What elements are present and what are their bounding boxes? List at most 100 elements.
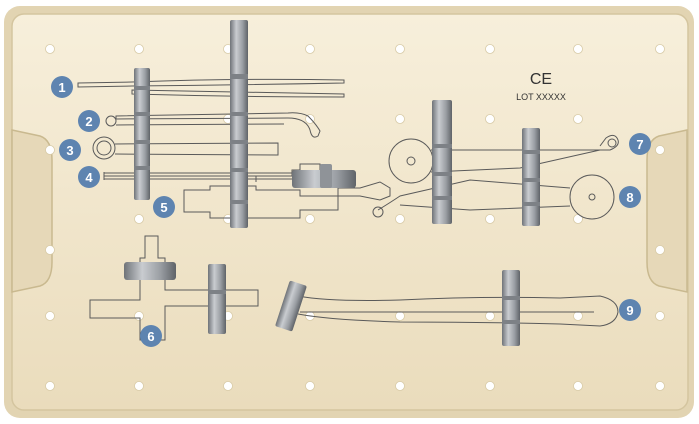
clip-band bbox=[432, 144, 452, 148]
badge-6: 6 bbox=[140, 325, 162, 347]
vent-hole bbox=[573, 44, 583, 54]
clip-band bbox=[502, 296, 520, 300]
vent-hole bbox=[485, 114, 495, 124]
svg-text:2: 2 bbox=[85, 114, 92, 129]
vent-hole bbox=[134, 214, 144, 224]
vent-hole bbox=[485, 311, 495, 321]
clip-band bbox=[432, 196, 452, 200]
lot-number: LOT XXXXX bbox=[516, 92, 566, 102]
right-handle bbox=[646, 129, 688, 293]
vent-hole bbox=[45, 145, 55, 155]
ce-mark: CE bbox=[530, 71, 552, 88]
vent-hole bbox=[655, 381, 665, 391]
plier-top-ring bbox=[607, 138, 617, 148]
vent-hole bbox=[395, 381, 405, 391]
clip-long-handle-left bbox=[275, 280, 307, 332]
vent-hole bbox=[573, 311, 583, 321]
clip-band bbox=[230, 200, 248, 204]
plier-top-arms bbox=[430, 134, 619, 173]
svg-text:7: 7 bbox=[636, 137, 643, 152]
vent-hole bbox=[45, 44, 55, 54]
vent-hole bbox=[305, 381, 315, 391]
clip-band bbox=[522, 202, 540, 206]
clip-band bbox=[230, 74, 248, 79]
vent-hole bbox=[134, 44, 144, 54]
vent-hole bbox=[395, 44, 405, 54]
vent-hole bbox=[45, 381, 55, 391]
clip-band bbox=[134, 86, 150, 90]
clip-band bbox=[502, 320, 520, 324]
svg-text:1: 1 bbox=[58, 80, 65, 95]
clip-band bbox=[134, 166, 150, 170]
ring-instrument-loop bbox=[92, 136, 116, 160]
vent-holes bbox=[45, 44, 665, 391]
clip-driver-tab bbox=[320, 164, 332, 188]
vent-hole bbox=[485, 44, 495, 54]
callout-badges: 1 2 3 4 5 6 7 8 9 bbox=[51, 76, 651, 347]
badge-7: 7 bbox=[629, 133, 651, 155]
tray-surface bbox=[11, 13, 689, 411]
svg-text:9: 9 bbox=[626, 303, 633, 318]
badge-4: 4 bbox=[78, 166, 100, 188]
left-handle bbox=[11, 129, 53, 293]
clip-t-handle bbox=[124, 262, 176, 280]
clip-band bbox=[134, 140, 150, 144]
ring-instrument-shaft bbox=[114, 142, 279, 156]
vent-hole bbox=[655, 44, 665, 54]
badge-2: 2 bbox=[78, 110, 100, 132]
plier-top-pivot bbox=[406, 156, 416, 166]
instrument-outlines bbox=[77, 78, 619, 341]
plier-bottom-pivot bbox=[588, 193, 596, 201]
clip-column-3 bbox=[432, 100, 452, 224]
vent-hole bbox=[485, 214, 495, 224]
clip-band bbox=[230, 168, 248, 172]
svg-text:6: 6 bbox=[147, 329, 154, 344]
badge-8: 8 bbox=[619, 186, 641, 208]
vent-hole bbox=[134, 381, 144, 391]
clip-band bbox=[522, 178, 540, 182]
hook-instrument-outline bbox=[115, 112, 321, 138]
clip-band bbox=[134, 112, 150, 116]
vent-hole bbox=[655, 311, 665, 321]
clip-band bbox=[230, 112, 248, 116]
badge-3: 3 bbox=[59, 139, 81, 161]
badge-1: 1 bbox=[51, 76, 73, 98]
long-handle-outline bbox=[297, 295, 619, 327]
clip-column-2 bbox=[230, 20, 248, 228]
plier-bottom-disc bbox=[569, 174, 615, 220]
vent-hole bbox=[45, 245, 55, 255]
t-handle-outline bbox=[89, 235, 259, 341]
svg-text:5: 5 bbox=[160, 200, 167, 215]
vent-hole bbox=[395, 214, 405, 224]
badge-9: 9 bbox=[619, 299, 641, 321]
clip-band bbox=[432, 172, 452, 176]
plier-bottom-ring bbox=[372, 206, 384, 218]
forceps-outline bbox=[77, 78, 345, 88]
vent-hole bbox=[573, 381, 583, 391]
badge-5: 5 bbox=[153, 196, 175, 218]
vent-hole bbox=[395, 114, 405, 124]
vent-hole bbox=[395, 311, 405, 321]
ce-lot-label: CE LOT XXXXX bbox=[516, 71, 566, 102]
tray-body bbox=[4, 6, 694, 418]
vent-hole bbox=[305, 44, 315, 54]
clip-band bbox=[522, 150, 540, 154]
ring-instrument-inner bbox=[96, 140, 112, 156]
clip-band bbox=[230, 140, 248, 144]
svg-text:3: 3 bbox=[66, 143, 73, 158]
vent-hole bbox=[655, 245, 665, 255]
svg-text:4: 4 bbox=[85, 170, 93, 185]
vent-hole bbox=[45, 311, 55, 321]
vent-hole bbox=[223, 381, 233, 391]
metal-clips bbox=[124, 20, 540, 346]
vent-hole bbox=[134, 311, 144, 321]
clip-column-4 bbox=[522, 128, 540, 226]
clip-t-handle-shaft bbox=[208, 264, 226, 334]
forceps-lower-jaw bbox=[131, 89, 345, 98]
rod-instrument-outline bbox=[103, 172, 300, 180]
vent-hole bbox=[305, 214, 315, 224]
clip-band bbox=[208, 290, 226, 294]
vent-hole bbox=[573, 114, 583, 124]
